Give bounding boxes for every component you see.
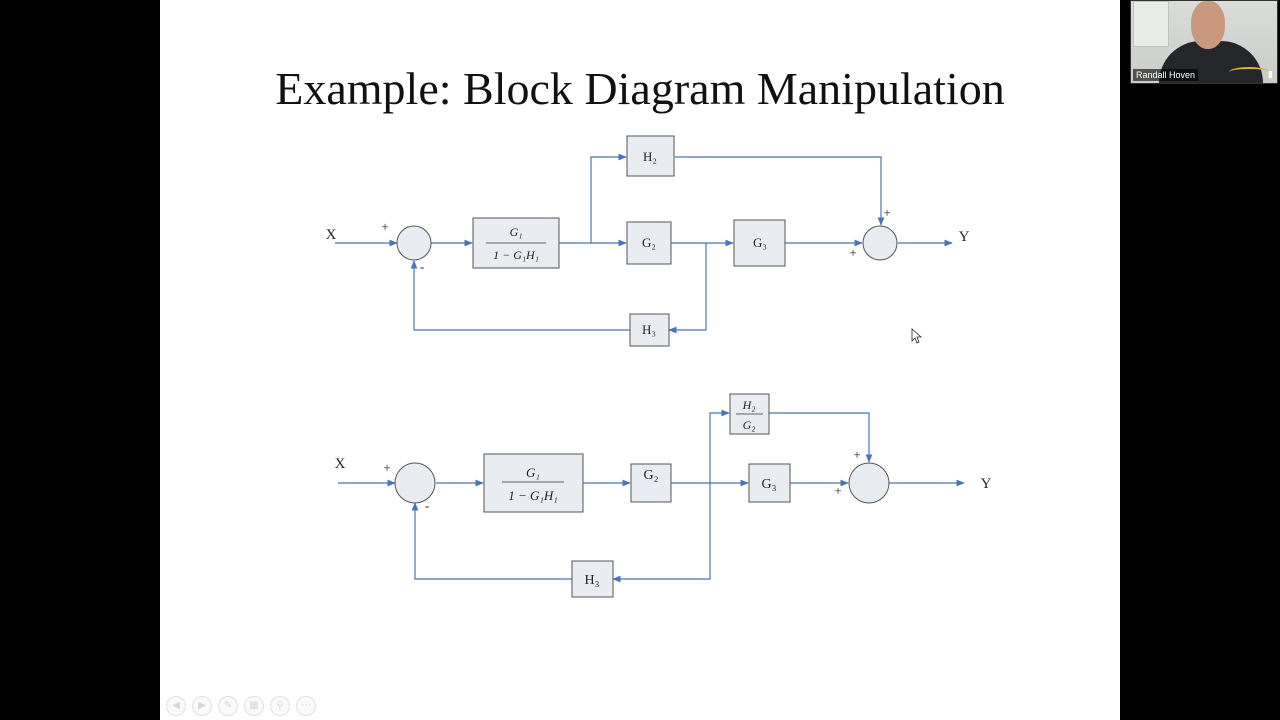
zoom-icon[interactable]: ⚲	[270, 696, 290, 716]
block-h3-label: H₃	[585, 573, 600, 588]
wire-h3-to-sum1	[410, 260, 630, 331]
block-h3-rect	[571, 560, 614, 598]
input-label-x: X	[326, 227, 337, 243]
block-h2-rect	[626, 135, 675, 177]
sum2-top-plus-sign: +	[883, 205, 890, 220]
output-label-y: Y	[981, 476, 992, 492]
block-g2-label: G₂	[644, 468, 659, 483]
block-g3-label: G₃	[753, 235, 767, 250]
participant-name-label: Randall Hoven	[1133, 69, 1199, 81]
webcam-person-head	[1191, 1, 1225, 49]
sum2-left-plus-sign: +	[834, 483, 841, 498]
sum2-top-plus-sign: +	[853, 447, 860, 462]
block-g1-numerator: G₁	[510, 225, 523, 239]
block-h3-rect	[629, 313, 670, 347]
mic-icon: ▮	[1268, 70, 1273, 80]
slide: Example: Block Diagram Manipulation	[160, 0, 1120, 720]
block-h3-label: H₃	[642, 322, 656, 337]
next-slide-icon[interactable]: ▶	[192, 696, 212, 716]
block-g3-rect	[733, 219, 786, 267]
block-h2g2-numerator: H₂	[742, 398, 756, 412]
mouse-cursor-icon	[911, 328, 923, 344]
wire-h2g2-to-sum2	[769, 412, 873, 463]
block-g1-rect	[483, 453, 584, 513]
prev-slide-icon[interactable]: ◀	[166, 696, 186, 716]
wire-h2-to-sum2	[675, 156, 885, 226]
summing-junction-2	[848, 462, 890, 504]
webcam-shirt-logo	[1229, 67, 1269, 77]
webcam-background-map	[1133, 1, 1169, 47]
block-g2-label: G₂	[642, 235, 656, 250]
slides-grid-icon[interactable]: ▦	[244, 696, 264, 716]
summing-junction-2	[862, 225, 898, 261]
block-g2-rect	[626, 221, 672, 265]
wire-h3-to-sum1	[411, 502, 572, 580]
wire-branch-to-h2	[590, 153, 627, 243]
sum1-minus-sign: -	[425, 498, 429, 513]
bottom-diagram: X Y G₁ 1 − G₁H₁ G₂ G₃ H₂ G₂ H₃ + - + +	[335, 393, 992, 598]
summing-junction-1	[394, 462, 436, 504]
sum2-left-plus-sign: +	[849, 245, 856, 260]
top-diagram: X Y G₁ 1 − G₁H₁ H₂ G₂ G₃ H₃ + - + +	[326, 135, 970, 347]
slide-title: Example: Block Diagram Manipulation	[275, 63, 1005, 114]
block-g1-denominator: 1 − G₁H₁	[493, 248, 539, 262]
block-g3-label: G₃	[762, 477, 777, 492]
block-g1-numerator: G₁	[526, 465, 540, 480]
block-g1-denominator: 1 − G₁H₁	[508, 488, 558, 503]
block-diagram: X Y G₁ 1 − G₁H₁ H₂ G₂ G₃ H₃ + - + +	[326, 135, 992, 598]
summing-junction-1	[396, 225, 432, 261]
input-label-x: X	[335, 456, 346, 472]
sum1-minus-sign: -	[420, 259, 424, 274]
pen-icon[interactable]: ✎	[218, 696, 238, 716]
block-h2-label: H₂	[643, 149, 657, 164]
wire-branch-to-h2g2	[709, 409, 730, 483]
sum1-plus-sign: +	[381, 219, 388, 234]
more-options-icon[interactable]: ⋯	[296, 696, 316, 716]
output-label-y: Y	[959, 229, 970, 245]
sum1-plus-sign: +	[383, 460, 390, 475]
block-h2g2-denominator: G₂	[743, 418, 756, 432]
wire-to-h3	[668, 243, 707, 334]
slide-nav-controls: ◀ ▶ ✎ ▦ ⚲ ⋯	[166, 696, 316, 716]
wire-to-h3	[612, 483, 711, 583]
block-g2-rect	[630, 463, 672, 503]
webcam-video-tile[interactable]: Randall Hoven ▮	[1130, 0, 1278, 84]
block-g3-rect	[748, 463, 791, 503]
